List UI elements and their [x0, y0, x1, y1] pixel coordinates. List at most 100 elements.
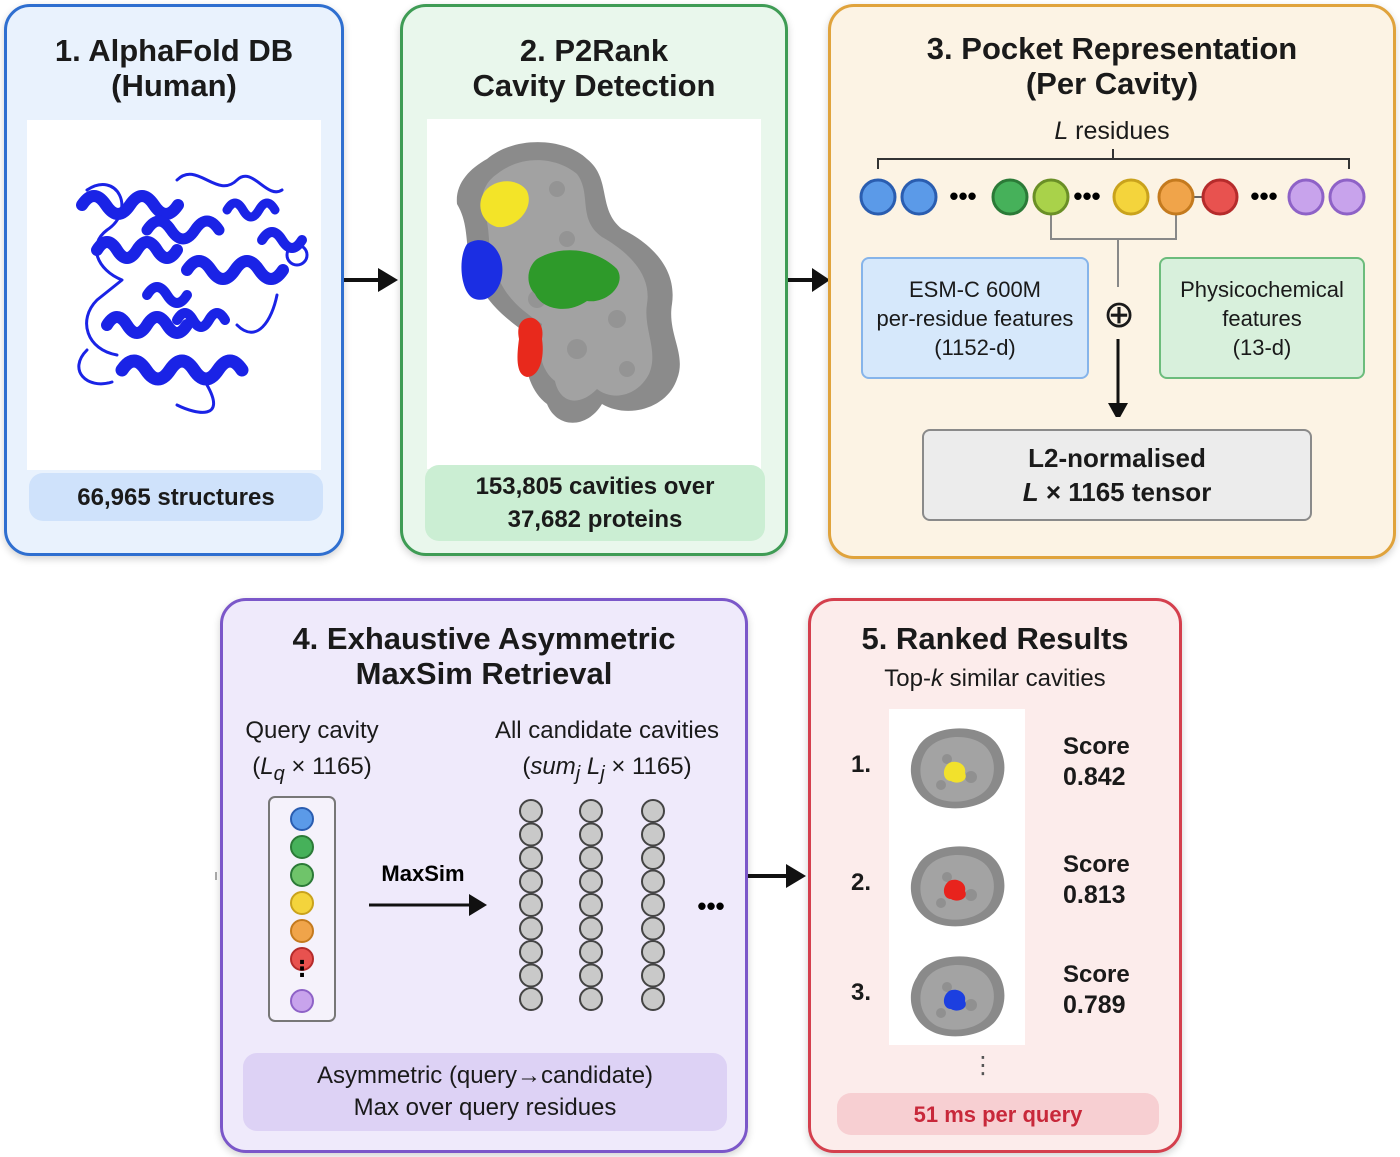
candidate-residue-node	[579, 940, 603, 964]
candidate-residue-node	[579, 846, 603, 870]
candidate-cavities-label: All candidate cavities (sumj Lj × 1165)	[494, 717, 720, 785]
query-residue-node	[290, 947, 314, 971]
candidate-residue-node	[641, 822, 665, 847]
residue-node	[1328, 178, 1366, 216]
timing-badge: 51 ms per query	[837, 1093, 1159, 1135]
residue-node	[1157, 178, 1195, 216]
flow-arrow-icon	[344, 268, 398, 292]
result-row: 3. Score 0.789	[811, 947, 1185, 1047]
vertical-ellipsis-icon: ⋮	[291, 956, 313, 981]
result-protein-thumbnail	[910, 846, 1005, 927]
candidate-residue-node	[519, 893, 543, 917]
candidate-residue-node	[519, 940, 543, 964]
panel-maxsim-retrieval: 4. Exhaustive Asymmetric MaxSim Retrieva…	[220, 598, 748, 1153]
residue-node	[1287, 178, 1325, 216]
edge-tick	[215, 872, 217, 880]
candidate-residue-node	[641, 799, 665, 823]
physicochemical-features-box: Physicochemical features (13-d)	[1159, 257, 1365, 379]
candidate-residue-node	[641, 963, 665, 988]
flow-arrow-icon	[788, 268, 830, 292]
query-residue-node	[290, 989, 314, 1013]
output-tensor-box: L2-normalised L × 1165 tensor	[922, 429, 1312, 521]
candidate-residue-node	[579, 893, 603, 917]
candidate-residue-node	[519, 799, 543, 823]
esm-features-box: ESM-C 600M per-residue features (1152-d)	[861, 257, 1089, 379]
query-cavity-label: Query cavity (Lq × 1165)	[245, 717, 379, 785]
flow-arrow-icon	[748, 864, 806, 888]
candidate-residue-node	[519, 963, 543, 988]
panel-alphafold-db: 1. AlphaFold DB (Human) 66,965	[4, 4, 344, 556]
residue-node	[1032, 178, 1070, 216]
protein-structure-image	[27, 120, 321, 470]
candidate-residue-node	[519, 987, 543, 1011]
candidate-residue-node	[519, 916, 543, 941]
asymmetric-note-badge: Asymmetric (query→candidate) Max over qu…	[243, 1053, 727, 1131]
query-residue-node	[290, 807, 314, 831]
residue-node	[991, 178, 1029, 216]
candidate-residue-node	[641, 893, 665, 917]
result-protein-thumbnail	[910, 956, 1005, 1037]
query-residue-node	[290, 891, 314, 915]
candidate-residue-node	[579, 916, 603, 941]
subtitle: Top-k similar cavities	[884, 665, 1106, 692]
residue-node	[1201, 178, 1239, 216]
residue-node	[859, 178, 897, 216]
residues-label: L residues	[1054, 117, 1170, 145]
protein-surface-icon	[456, 142, 680, 423]
query-residue-node	[290, 919, 314, 943]
ellipsis-icon: •••	[697, 891, 724, 921]
panel-pocket-representation: 3. Pocket Representation (Per Cavity) L …	[828, 4, 1396, 559]
candidate-residue-node	[519, 846, 543, 870]
query-residue-node	[290, 835, 314, 859]
result-score-value: 0.813	[1063, 881, 1126, 909]
result-score-value: 0.789	[1063, 991, 1126, 1019]
ellipsis-icon: •••	[1250, 181, 1277, 211]
result-protein-thumbnail	[910, 728, 1005, 809]
panel-title: 2. P2Rank Cavity Detection	[472, 33, 716, 103]
concat-plus-icon: ⊕	[1097, 293, 1141, 337]
residue-node	[900, 178, 938, 216]
candidate-residue-node	[641, 846, 665, 870]
result-score-label: Score	[1063, 733, 1130, 760]
panel-title: 3. Pocket Representation (Per Cavity)	[926, 31, 1298, 101]
vertical-ellipsis-icon: ⋮	[971, 1052, 995, 1079]
cavity-count-badge: 153,805 cavities over 37,682 proteins	[425, 465, 765, 541]
result-score-label: Score	[1063, 961, 1130, 988]
panel-title: 5. Ranked Results	[861, 621, 1129, 656]
result-row: 2. Score 0.813	[811, 837, 1185, 937]
residue-row: ••• ••• •••	[859, 178, 1366, 216]
maxsim-diagram: ⋮ MaxSim •••	[268, 796, 725, 1022]
result-rank: 3.	[851, 979, 872, 1006]
cavity-surface-image	[427, 119, 761, 469]
candidate-residue-node	[641, 940, 665, 964]
candidate-residue-node	[579, 822, 603, 847]
residue-sequence-diagram: ••• ••• •••	[859, 149, 1366, 417]
result-row: 1. Score 0.842	[811, 719, 1185, 819]
candidate-residue-node	[519, 822, 543, 847]
candidate-residue-node	[519, 869, 543, 894]
panel-ranked-results: 5. Ranked Results Top-k similar cavities…	[808, 598, 1182, 1153]
maxsim-label: MaxSim	[381, 861, 464, 886]
candidate-residue-columns	[519, 799, 665, 1011]
query-residue-column	[290, 807, 314, 1013]
result-rank: 1.	[851, 751, 872, 778]
residue-node	[1112, 178, 1150, 216]
ellipsis-icon: •••	[1073, 181, 1100, 211]
result-rank: 2.	[851, 869, 872, 896]
panel-title: 1. AlphaFold DB (Human)	[54, 33, 294, 103]
ribbon-structure-icon	[76, 172, 309, 414]
result-score-value: 0.842	[1063, 763, 1126, 791]
structure-count-badge: 66,965 structures	[29, 473, 323, 521]
candidate-residue-node	[641, 916, 665, 941]
down-arrow-icon	[1108, 403, 1128, 417]
panel-p2rank: 2. P2Rank Cavity Detection 153,805 cavit…	[400, 4, 788, 556]
candidate-residue-node	[641, 987, 665, 1011]
maxsim-arrow-icon	[469, 894, 487, 916]
candidate-residue-node	[579, 987, 603, 1011]
result-score-label: Score	[1063, 851, 1130, 878]
panel-title: 4. Exhaustive Asymmetric MaxSim Retrieva…	[292, 621, 676, 691]
ellipsis-icon: •••	[949, 181, 976, 211]
candidate-residue-node	[641, 869, 665, 894]
candidate-residue-node	[579, 963, 603, 988]
candidate-residue-node	[579, 869, 603, 894]
